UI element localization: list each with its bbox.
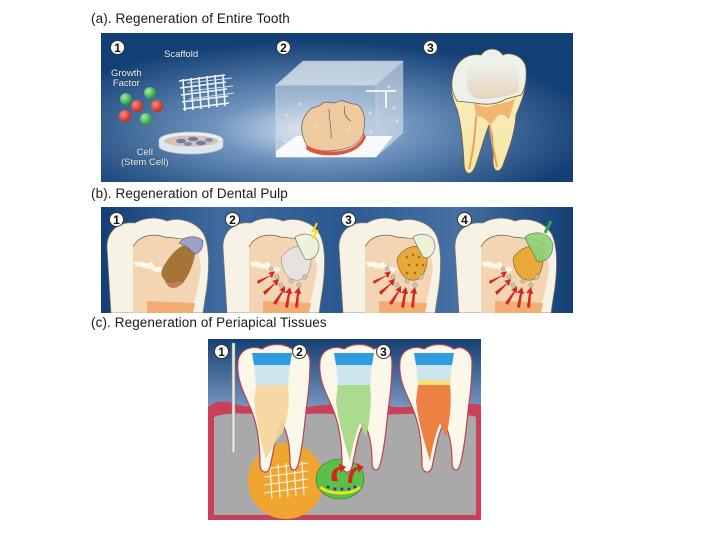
step-badge-a3: 3 <box>423 40 438 55</box>
endodontic-instrument <box>231 342 236 454</box>
tooth-sealed-pulp <box>455 218 557 313</box>
tooth-growth-matrix <box>339 218 441 313</box>
tooth-with-caries <box>107 218 209 313</box>
step-badge-b4: 4 <box>457 212 472 227</box>
growth-factor-green <box>120 93 132 105</box>
section-c-title: (c). Regeneration of Periapical Tissues <box>91 315 327 330</box>
step-badge-b1: 1 <box>109 212 124 227</box>
panel-a-illustration <box>101 33 573 182</box>
step-badge-a2: 2 <box>276 40 291 55</box>
growth-factor-red <box>119 110 131 122</box>
step-badge-b3: 3 <box>341 212 356 227</box>
step-badge-c2: 2 <box>292 344 307 359</box>
panel-b-illustration <box>101 207 573 313</box>
step-badge-a1: 1 <box>110 40 125 55</box>
panel-c-illustration <box>208 339 481 520</box>
step-badge-b2: 2 <box>225 212 240 227</box>
culture-chamber <box>274 60 405 158</box>
petri-dish-with-cells <box>158 131 224 155</box>
step-badge-c3: 3 <box>376 344 391 359</box>
growth-factor-red <box>131 100 143 112</box>
section-b-title: (b). Regeneration of Dental Pulp <box>91 186 288 201</box>
section-a-title: (a). Regeneration of Entire Tooth <box>91 11 290 26</box>
scaffold-lattice <box>178 74 235 112</box>
growth-factor-label: Growth Factor <box>111 69 142 89</box>
lesion-scaffold-lattice <box>263 460 309 500</box>
growth-factor-label-line1: Growth <box>111 68 142 79</box>
growth-factor-molecules <box>119 87 163 125</box>
growth-factor-green <box>144 87 156 99</box>
panel-periapical-tissues: 1 2 3 <box>208 339 481 520</box>
step-badge-c1: 1 <box>214 344 229 359</box>
growth-arrow <box>331 463 346 481</box>
panel-dental-pulp: 1 2 3 4 <box>101 207 573 313</box>
stem-cell-label-line1: Cell <box>136 147 153 158</box>
tooth-regenerated-orange <box>399 343 473 473</box>
stem-cell-label-line2: (Stem Cell) <box>121 157 169 168</box>
growth-arrow <box>348 463 364 483</box>
growth-factor-red <box>151 100 163 112</box>
scaffold-label: Scaffold <box>164 49 199 60</box>
tooth-scaffold-inserted <box>223 218 325 313</box>
growth-factor-green <box>140 113 152 125</box>
growth-factor-label-line2: Factor <box>112 78 140 89</box>
tooth-regenerating-green <box>315 343 393 500</box>
stem-cell-label: Cell (Stem Cell) <box>121 148 169 168</box>
panel-entire-tooth: 1 2 3 Scaffold Growth Factor Cell (Stem … <box>101 33 573 182</box>
tooth-with-scaffold-lesion <box>231 342 324 519</box>
regenerating-tissue <box>315 458 365 500</box>
regenerated-tooth <box>450 48 527 174</box>
